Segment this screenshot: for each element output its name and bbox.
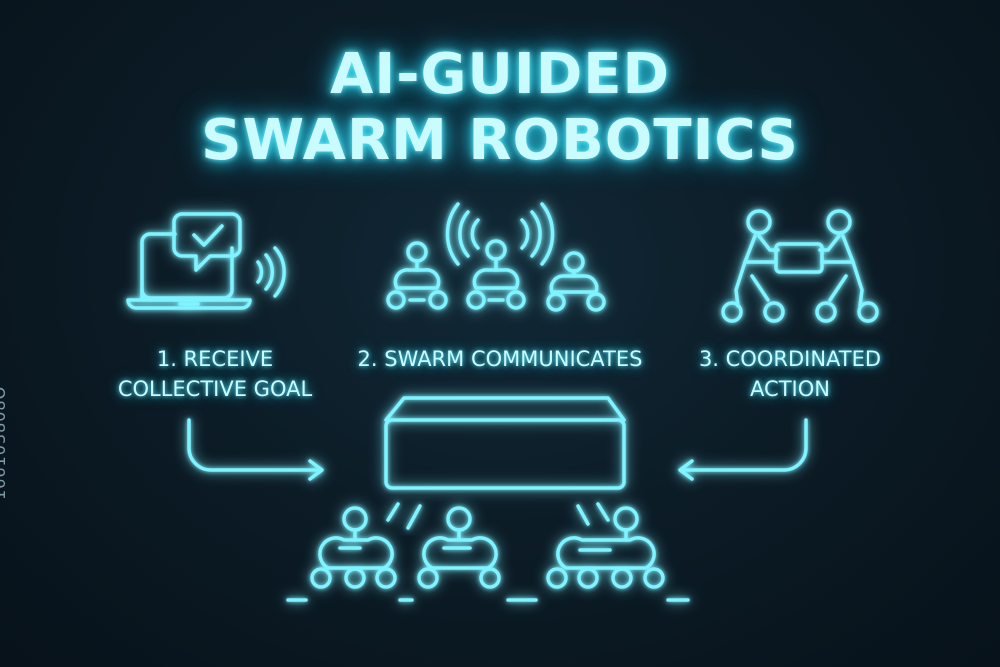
hub-signal-beams	[386, 502, 610, 530]
people-carrying-box-icon	[721, 209, 879, 323]
laptop-message-icon	[126, 212, 286, 310]
step-2-label: 2. SWARM COMMUNICATES	[330, 344, 670, 374]
step-1-line-1: 1. RECEIVE	[156, 347, 274, 371]
title-line-2: SWARM ROBOTICS	[201, 108, 799, 173]
central-ai-hub	[384, 396, 626, 490]
step-2-line-1: 2. SWARM COMMUNICATES	[357, 347, 643, 371]
step-1-line-2: COLLECTIVE GOAL	[117, 377, 313, 401]
step-3-label: 3. COORDINATED ACTION	[665, 344, 915, 404]
robot-swarm-signal-icon	[386, 202, 606, 312]
arrow-right-to-center	[678, 418, 808, 481]
arrow-left-to-center	[187, 418, 324, 481]
step-1-label: 1. RECEIVE COLLECTIVE GOAL	[95, 344, 335, 404]
title-line-1: AI-GUIDED	[330, 42, 670, 107]
step-3-line-2: ACTION	[750, 377, 830, 401]
step-3-line-1: 3. COORDINATED	[698, 347, 882, 371]
bottom-robot-swarm	[286, 506, 690, 602]
